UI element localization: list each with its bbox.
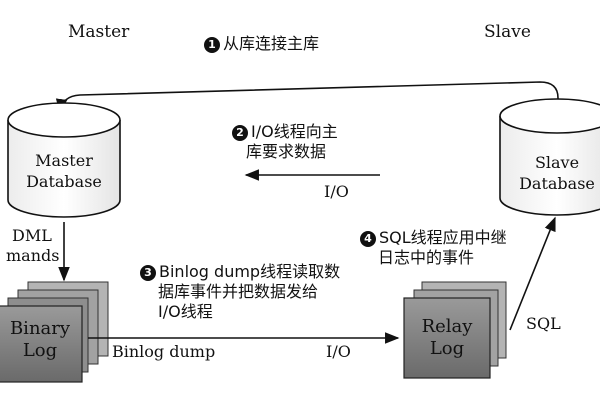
dml-label: DML mands — [6, 226, 59, 266]
step-1-text: 从库连接主库 — [223, 34, 320, 53]
io-lower-label: I/O — [326, 342, 351, 361]
step-3-text-line3: I/O线程 — [158, 302, 213, 321]
binary-log-label: Binary Log — [0, 318, 80, 362]
step-2-text-line1: I/O线程向主 — [251, 122, 338, 141]
relay-log-label: Relay Log — [404, 316, 490, 360]
relay-log-line2: Log — [429, 338, 465, 359]
io-upper-label: I/O — [324, 182, 349, 201]
dml-line2: mands — [6, 246, 60, 265]
slave-database-cylinder — [499, 98, 600, 216]
master-title: Master — [68, 22, 130, 42]
step-4-number-icon: 4 — [360, 231, 376, 247]
slave-db-line2: Database — [519, 174, 595, 193]
sql-label: SQL — [526, 314, 561, 333]
master-db-line2: Database — [26, 172, 102, 191]
binlog-dump-label: Binlog dump — [112, 342, 216, 361]
step-2-number-icon: 2 — [232, 125, 248, 141]
step-3-text-line2: 据库事件并把数据发给 — [158, 282, 319, 301]
master-database-cylinder — [7, 102, 121, 218]
binary-log-stack — [0, 281, 109, 383]
dml-line1: DML — [12, 226, 52, 245]
master-db-line1: Master — [35, 151, 93, 170]
step-3-number-icon: 3 — [140, 265, 156, 281]
binary-log-line1: Binary — [9, 318, 71, 339]
slave-database-label: Slave Database — [507, 152, 600, 194]
step-2-text-line2: 库要求数据 — [246, 142, 327, 161]
step-4-text-line1: SQL线程应用中继 — [379, 228, 507, 247]
step-4-text-line2: 日志中的事件 — [378, 248, 475, 267]
relay-log-line1: Relay — [421, 316, 473, 337]
sql-arrow — [509, 216, 556, 331]
step-3-text-line1: Binlog dump线程读取数 — [159, 262, 341, 281]
connect-arrow — [55, 81, 559, 114]
slave-db-line1: Slave — [534, 153, 580, 172]
master-database-label: Master Database — [14, 150, 114, 192]
slave-title: Slave — [484, 22, 531, 42]
binary-log-line2: Log — [22, 340, 58, 361]
relay-log-stack — [403, 281, 507, 379]
step-1-number-icon: 1 — [204, 37, 220, 53]
